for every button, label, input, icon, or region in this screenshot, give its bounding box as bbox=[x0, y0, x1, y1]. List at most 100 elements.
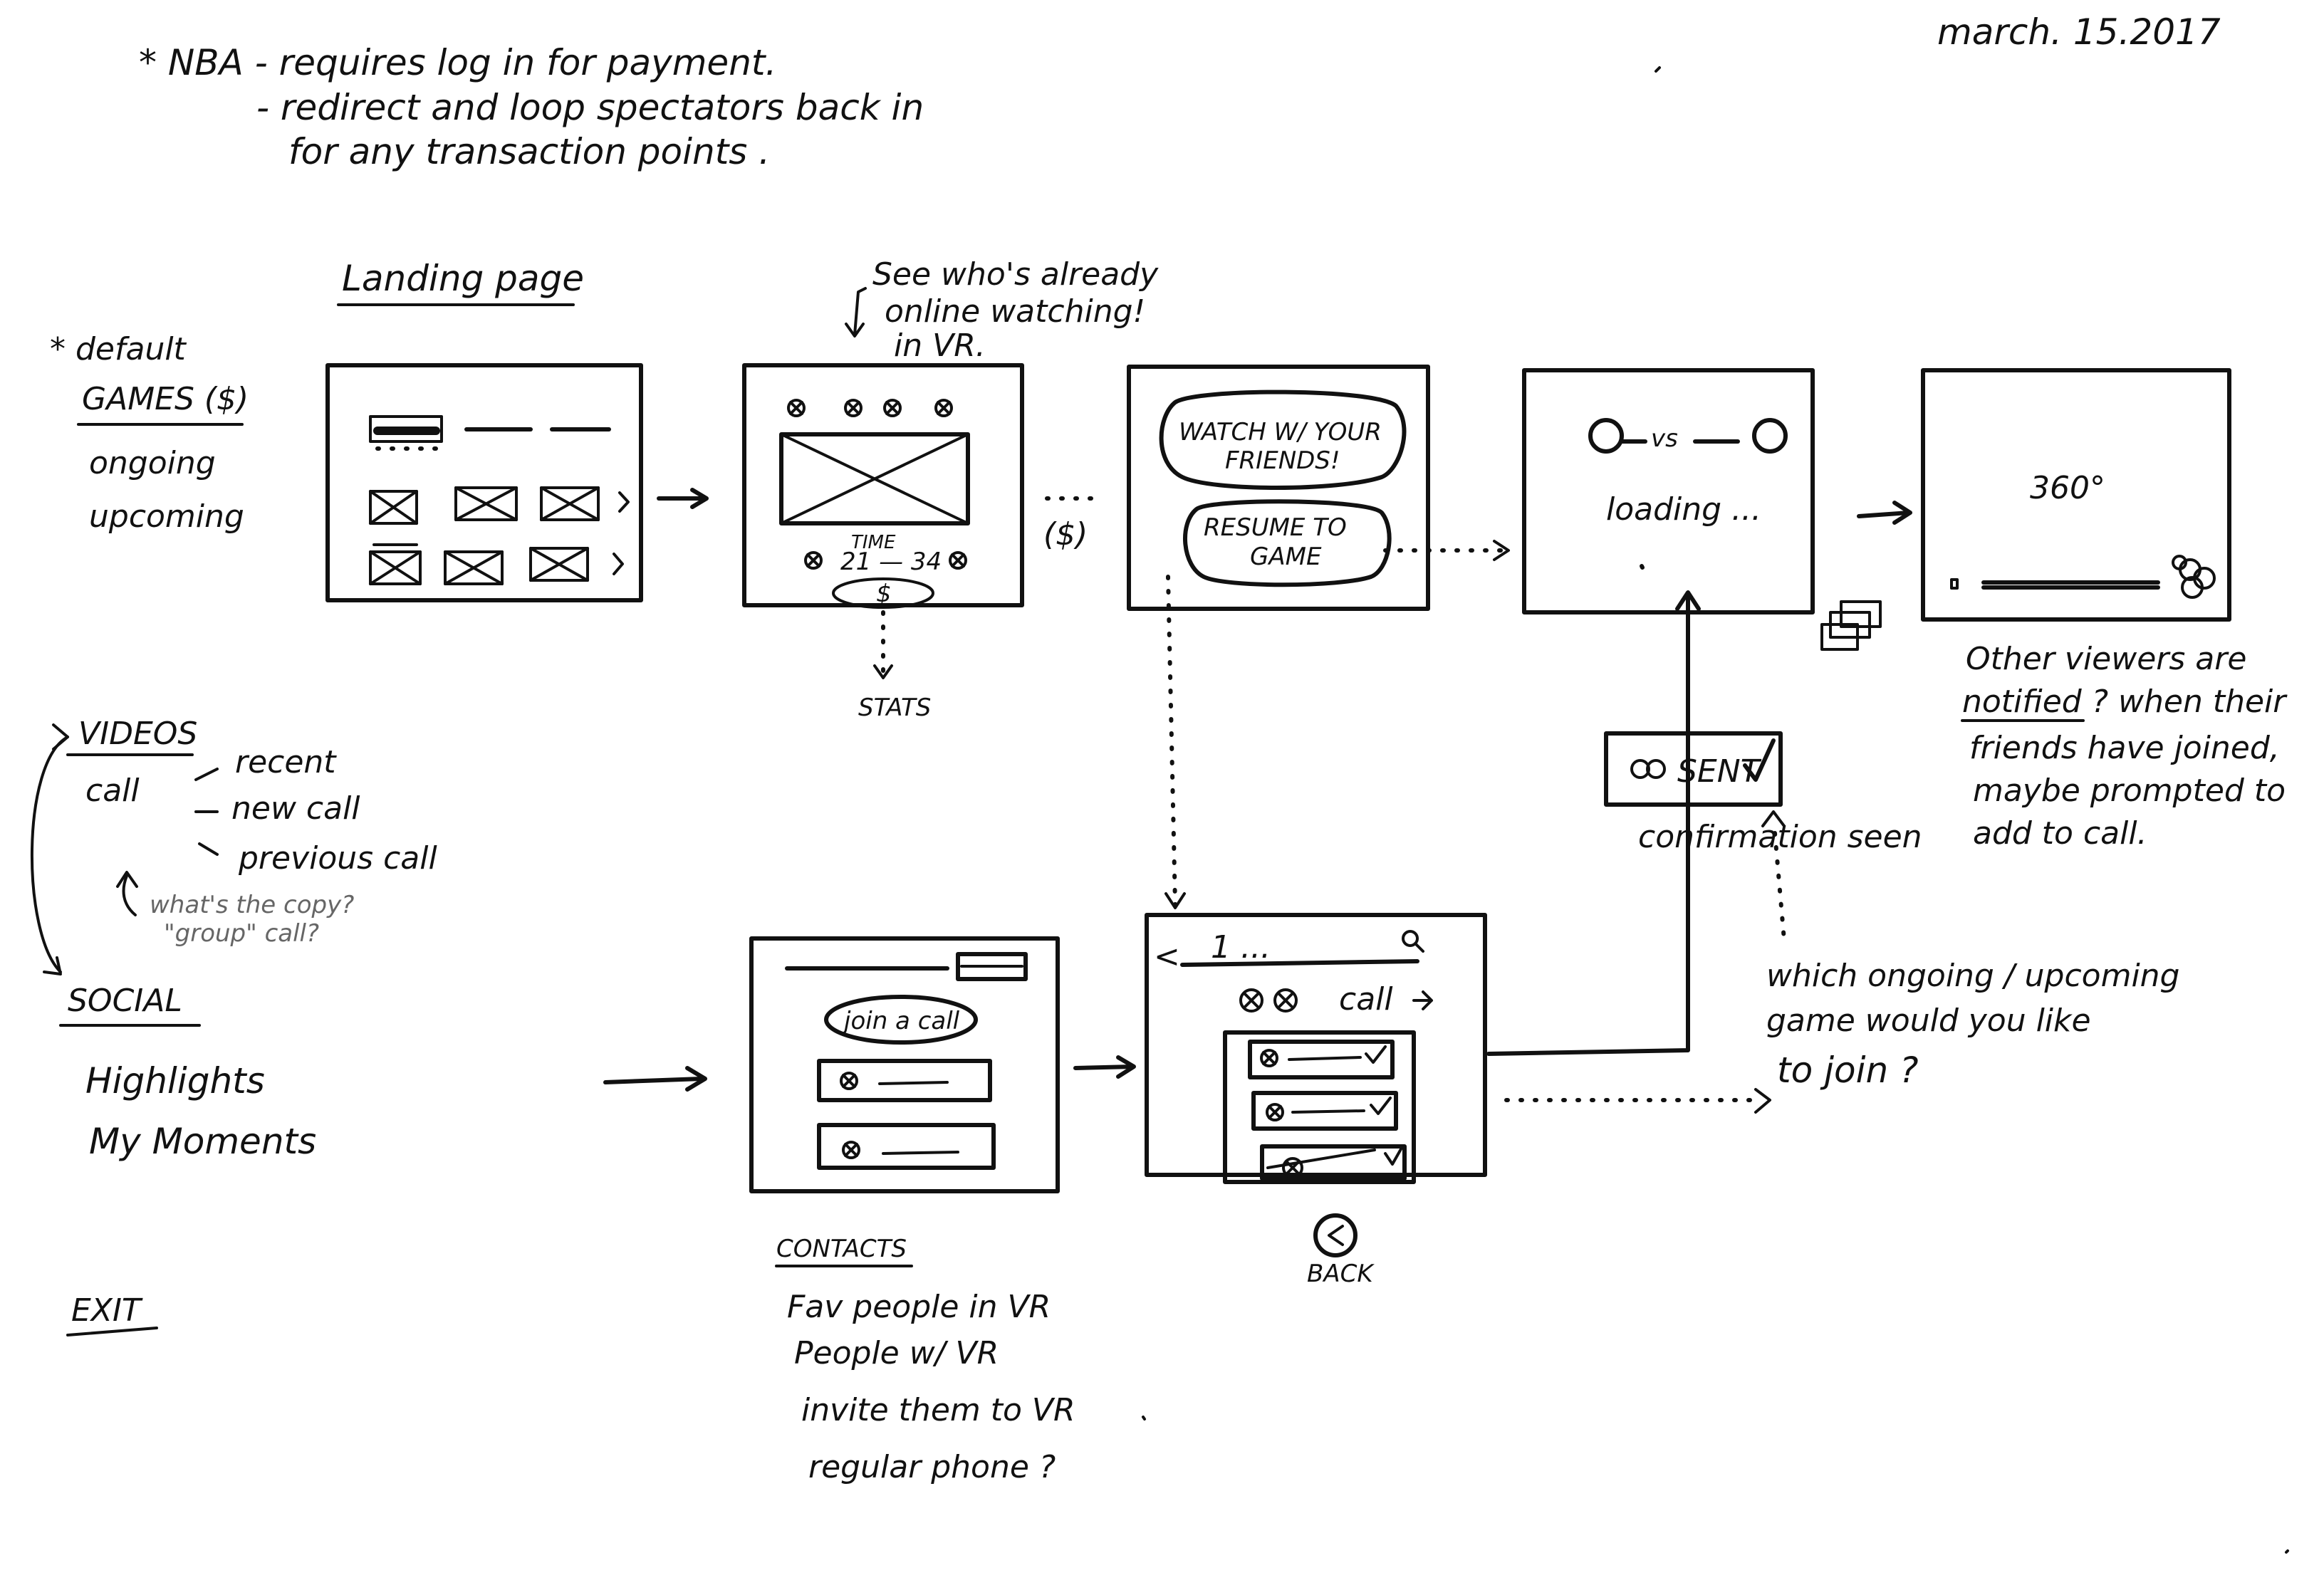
contact-row-1[interactable] bbox=[817, 1059, 992, 1102]
sent-box bbox=[1604, 731, 1783, 807]
social-item-my-moments: My Moments bbox=[89, 1121, 316, 1162]
speck bbox=[1655, 66, 1661, 73]
dollar-badge: ($) bbox=[1043, 516, 1088, 553]
exit-label: EXIT bbox=[71, 1292, 143, 1329]
question-note-line-1: which ongoing / upcoming bbox=[1766, 958, 2180, 994]
call-friend-row-2[interactable] bbox=[1251, 1091, 1398, 1131]
watch-with-friends-button[interactable]: WATCH W/ YOUR FRIENDS! bbox=[1159, 389, 1407, 490]
call-search-text: 1 ... bbox=[1211, 929, 1271, 966]
arrow-contacts-to-call-head bbox=[1116, 1055, 1136, 1079]
game-score: 21 — 34 bbox=[840, 548, 942, 576]
view-360-note-line-5: add to call. bbox=[1973, 815, 2147, 852]
videos-item-call: call bbox=[85, 773, 140, 809]
svg-text:join a call: join a call bbox=[841, 1007, 960, 1035]
back-button-icon[interactable] bbox=[1313, 1213, 1358, 1257]
view-360-note-line-3: friends have joined, bbox=[1969, 730, 2280, 766]
arrow-loading-to-360-head bbox=[1892, 501, 1912, 525]
videos-title: VIDEOS bbox=[78, 716, 197, 752]
contacts-item-phone: regular phone ? bbox=[808, 1449, 1056, 1485]
call-back-arrow[interactable]: < bbox=[1154, 938, 1180, 975]
call-participants-avatars bbox=[1239, 988, 1298, 1013]
question-arrow-head bbox=[116, 871, 138, 888]
thumbnail-row-1 bbox=[369, 486, 630, 525]
videos-sub-new-call: new call bbox=[231, 790, 360, 827]
contacts-screen-frame bbox=[749, 936, 1060, 1193]
contacts-item-fav: Fav people in VR bbox=[787, 1289, 1051, 1325]
contacts-item-people: People w/ VR bbox=[794, 1335, 999, 1371]
game-note-arrow-head bbox=[845, 323, 865, 338]
join-a-call-button[interactable]: join a call bbox=[824, 995, 978, 1045]
arrow-social-to-contacts-head bbox=[685, 1066, 707, 1092]
resume-to-game-button[interactable]: RESUME TO GAME bbox=[1183, 499, 1392, 587]
social-item-highlights: Highlights bbox=[85, 1060, 265, 1102]
game-pay-button[interactable]: $ bbox=[876, 580, 892, 608]
speck bbox=[2285, 1549, 2289, 1554]
games-item-ongoing: ongoing bbox=[89, 445, 216, 481]
call-label[interactable]: call bbox=[1339, 981, 1393, 1018]
arrow-question-to-sent-head bbox=[1761, 810, 1786, 827]
speck bbox=[1142, 1416, 1146, 1421]
header-note-line-2: - redirect and loop spectators back in bbox=[256, 87, 924, 128]
landing-page-frame bbox=[325, 363, 643, 602]
svg-text:WATCH W/ YOUR: WATCH W/ YOUR bbox=[1179, 418, 1382, 446]
call-friend-row-1[interactable] bbox=[1248, 1040, 1395, 1079]
game-note-line-1: See who's already bbox=[872, 256, 1159, 293]
social-title: SOCIAL bbox=[68, 983, 182, 1019]
stats-label: STATS bbox=[858, 694, 931, 722]
confirmation-seen-label: confirmation seen bbox=[1638, 819, 1922, 855]
sent-label: SENT bbox=[1677, 753, 1762, 790]
date-label: march. 15.2017 bbox=[1937, 11, 2221, 53]
view-360-note-line-1: Other viewers are bbox=[1966, 641, 2246, 677]
default-marker: * default bbox=[50, 331, 187, 367]
question-arrow bbox=[122, 874, 137, 916]
viewers-avatar-icon bbox=[2172, 555, 2216, 599]
arrow-call-to-question-head bbox=[1754, 1088, 1771, 1114]
arrow-loading-to-360 bbox=[1857, 511, 1911, 518]
question-note-line-2: game would you like bbox=[1766, 1003, 2091, 1039]
landing-page-label: Landing page bbox=[342, 258, 584, 299]
view-360-label: 360° bbox=[2030, 470, 2105, 506]
search-icon[interactable] bbox=[1402, 930, 1424, 953]
branch-line-previous bbox=[198, 842, 219, 856]
videos-sub-previous-call: previous call bbox=[238, 840, 437, 877]
loading-text: loading ... bbox=[1606, 491, 1761, 528]
call-back-label[interactable]: BACK bbox=[1307, 1260, 1375, 1288]
view-360-note-line-4: maybe prompted to bbox=[1973, 773, 2286, 809]
videos-question-line-2: "group" call? bbox=[164, 919, 319, 948]
loading-vs: vs bbox=[1651, 424, 1678, 453]
exit-underline bbox=[66, 1327, 158, 1336]
game-time-label: TIME bbox=[851, 532, 896, 553]
arrow-landing-to-game bbox=[657, 488, 709, 509]
contact-row-2[interactable] bbox=[817, 1123, 996, 1170]
svg-text:GAME: GAME bbox=[1250, 543, 1322, 571]
branch-line-recent bbox=[194, 768, 219, 781]
videos-social-bracket bbox=[31, 736, 69, 973]
arrow-contacts-to-call bbox=[1073, 1064, 1135, 1070]
call-friend-list bbox=[1223, 1030, 1416, 1184]
arrow-social-to-contacts bbox=[603, 1077, 704, 1084]
stats-arrow-head bbox=[873, 664, 893, 679]
games-title: GAMES ($) bbox=[82, 381, 249, 417]
game-note-line-2: online watching! bbox=[885, 293, 1145, 330]
svg-text:RESUME TO: RESUME TO bbox=[1204, 513, 1347, 542]
call-screen-frame bbox=[1145, 913, 1487, 1177]
svg-text:FRIENDS!: FRIENDS! bbox=[1225, 446, 1340, 475]
view-360-note-line-2: notified ? when their bbox=[1962, 684, 2288, 720]
game-screen-frame bbox=[742, 363, 1024, 609]
call-friend-row-3[interactable] bbox=[1260, 1144, 1407, 1181]
videos-question-line-1: what's the copy? bbox=[150, 891, 354, 919]
arrow-sent-to-loading-head bbox=[1675, 590, 1701, 611]
bracket-arrow-top bbox=[52, 723, 69, 750]
view-360-frame bbox=[1921, 368, 2231, 622]
contacts-label: CONTACTS bbox=[776, 1235, 907, 1263]
dotted-watch-to-call bbox=[1166, 575, 1177, 906]
question-note-line-3: to join ? bbox=[1777, 1050, 1919, 1091]
line-call-to-sent bbox=[1486, 592, 1690, 1056]
call-arrow-icon[interactable] bbox=[1412, 990, 1433, 1010]
header-note-line-1: * NBA - requires log in for payment. bbox=[139, 42, 776, 83]
games-item-upcoming: upcoming bbox=[89, 498, 244, 535]
game-note-arrow bbox=[853, 287, 867, 336]
watch-screen-frame bbox=[1127, 365, 1430, 611]
arrow-resume-to-loading-head bbox=[1493, 540, 1510, 561]
